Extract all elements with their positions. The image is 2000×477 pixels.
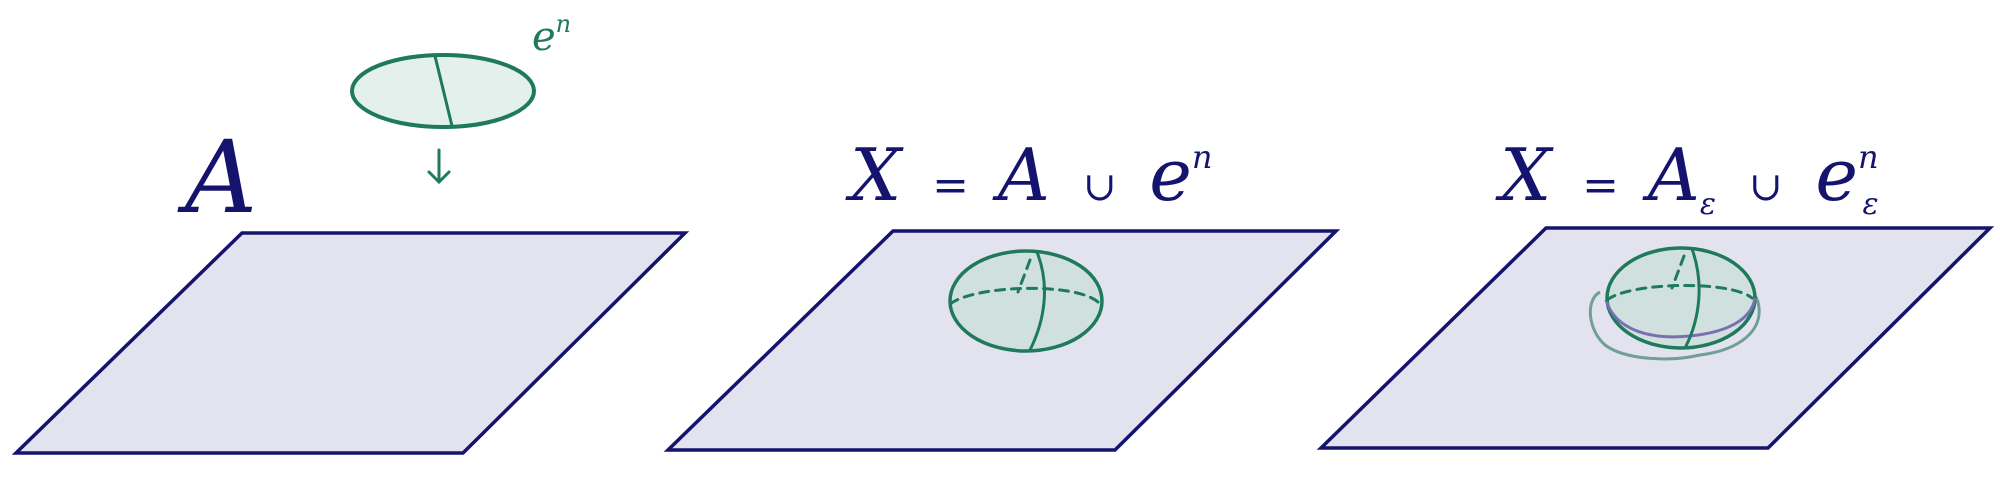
eq-space-a: A [992,133,1050,217]
disk-meridian [433,54,454,128]
eq3-equals: = [1582,160,1619,211]
ball-meridian [1028,250,1046,352]
eq-cell-base: e [1149,133,1192,217]
ball-eps-meridian [1684,247,1701,348]
equation-x-label: X = A ∪ en [845,133,1212,217]
ball-outline [948,249,1104,353]
eq3-space-a: A [1642,133,1700,217]
eq-equals: = [932,160,969,211]
eq-cup: ∪ [1083,164,1117,210]
eq3-space-sub: ε [1700,187,1716,222]
eq3-lhs: X [1495,133,1554,217]
eq3-cell-sup: n [1858,138,1879,176]
eq3-cell-base: e [1815,133,1858,217]
cell-e-label: en [532,10,571,60]
space-a-label: A [177,119,257,236]
ball-eps-equator-back [1605,283,1754,302]
plane-a [11,231,690,455]
attached-ball [948,249,1104,353]
eq3-cell-sub: ε [1863,187,1879,222]
ball-eps-axis [1670,254,1686,290]
cell-e-base: e [532,14,556,60]
cell-e-sup: n [556,10,571,38]
eq3-cup: ∪ [1749,164,1783,210]
thickened-ball [1588,246,1761,361]
panel-space-a: A en [11,10,690,455]
eq-cell-sup: n [1192,138,1213,176]
panel-attached-cell: X = A ∪ en [663,133,1341,452]
eq-lhs: X [845,133,904,217]
n-cell-disk [350,53,536,129]
down-arrow-icon [427,148,451,185]
ball-axis [1016,258,1032,294]
